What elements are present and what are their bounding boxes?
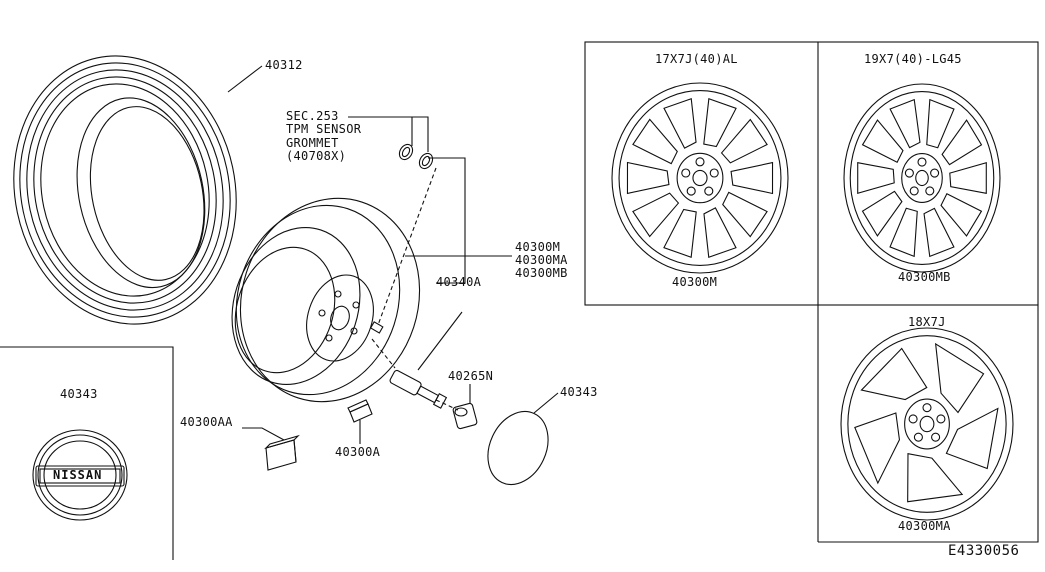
wheel-18x7j-lug-hole [908,414,918,424]
wheel-19x7-window [861,119,904,163]
diagram-code: E4330056 [948,543,1020,559]
wheel-19x7-window [926,98,955,149]
callout-weight-a: 40300A [335,445,381,459]
wheel-17x7j-center-bore [692,169,708,187]
wheel-17x7j-window [663,98,697,149]
wheel-18x7j-window [854,412,900,485]
wheel-18x7j [840,327,1014,521]
wheel-18x7j-lug-hole [913,432,923,442]
nissan-emblem [32,429,128,521]
wheel-17x7j-window [626,161,670,195]
wheel-18x7j-lug-hole [931,432,941,442]
wheel-19x7-window [889,207,918,258]
wheel-17x7j-lug-hole [686,186,696,196]
wheel-18x7j-outer-rim [840,327,1014,521]
valve-cap-nut [452,402,478,430]
leader-weight-aa [242,427,285,441]
variant-size-2: 19X7(40)-LG45 [864,52,962,66]
variant-size-3: 18X7J [908,315,946,329]
leader-tire [227,65,263,93]
callout-sec: SEC.253 [286,109,339,123]
wheel-19x7-window [889,98,921,149]
wheel-17x7j-hub [676,152,724,204]
wheel-17x7j-window [703,98,737,148]
wheel-17x7j-lug-hole [695,157,705,167]
wheel-17x7j-window [632,192,680,238]
callout-wheel-m: 40300M [515,240,561,254]
callout-cap: 40343 [560,385,598,399]
wheel-17x7j-window [663,208,697,258]
wheel-18x7j-center-bore [919,415,935,433]
wheel-19x7-lug-hole [925,186,935,196]
wheel-19x7-window [857,162,895,194]
wheel-17x7j-window [730,161,774,195]
wheel-19x7-window [949,162,987,194]
wheel-17x7j-outer-rim [611,82,789,274]
wheel-17x7j-inner-rim [618,90,782,266]
callout-tire: 40312 [265,58,303,72]
wheel-19x7 [843,83,1001,273]
wheel-19x7-lug-hole [909,186,919,196]
wheel-19x7-window [940,193,983,237]
wheel-19x7-lug-hole [930,168,940,178]
callout-grommet-code: (40708X) [286,149,347,163]
callout-grommet: GROMMET [286,136,339,150]
wheel-17x7j-lug-hole [681,168,691,178]
wheel-19x7-lug-hole [904,168,914,178]
leader-cap [533,392,559,414]
wheel-18x7j-lug-hole [936,414,946,424]
wheel-18x7j-window [907,453,964,503]
center-cap [487,411,549,485]
callout-nut: 40265N [448,369,494,383]
wheel-18x7j-inner-rim [847,335,1007,513]
wheel-19x7-window [941,119,983,166]
wheel-18x7j-window [945,407,999,470]
wheel-17x7j-window [632,118,678,165]
emblem-logo-text: NISSAN [53,468,103,482]
wheel-17x7j-window [703,207,737,258]
valve-stem [389,369,448,409]
emblem-box-frame [0,346,174,560]
wheel-19x7-lug-hole [917,157,927,167]
callout-wheel-ma: 40300MA [515,253,568,267]
tire [13,55,237,325]
variant-ma-frame [818,304,1039,543]
variant-size-1: 17X7J(40)AL [655,52,738,66]
wheel-19x7-window [923,207,955,258]
wheel-19x7-window [861,190,903,237]
variant-part-1: 40300M [672,275,718,289]
rim [231,197,421,403]
wheel-17x7j-window [720,118,768,164]
balance-weight-aa [264,434,300,471]
wheel-18x7j-window [860,347,928,401]
wheel-19x7-outer-rim [843,83,1001,273]
wheel-19x7-hub [901,153,943,203]
variants-box-frame [584,41,1039,306]
callout-valve: 40340A [436,275,482,289]
wheel-17x7j-window [722,191,768,238]
wheel-19x7-inner-rim [849,90,995,266]
wheel-18x7j-lug-hole [922,403,932,413]
variant-part-2: 40300MB [898,270,951,284]
wheel-19x7-center-bore [915,169,929,187]
callout-weight-aa: 40300AA [180,415,233,429]
balance-weight-a [347,399,373,423]
wheel-18x7j-hub [904,398,950,450]
tpm-grommets [398,143,434,170]
callout-wheel-mb: 40300MB [515,266,568,280]
wheel-18x7j-window [934,342,985,414]
variant-part-3: 40300MA [898,519,951,533]
callout-tpm-sensor: TPM SENSOR [286,122,362,136]
wheel-17x7j-lug-hole [709,168,719,178]
wheel-17x7j-lug-hole [704,186,714,196]
leader-valve [417,311,463,371]
wheel-17x7j [611,82,789,274]
emblem-part-number: 40343 [60,387,98,401]
